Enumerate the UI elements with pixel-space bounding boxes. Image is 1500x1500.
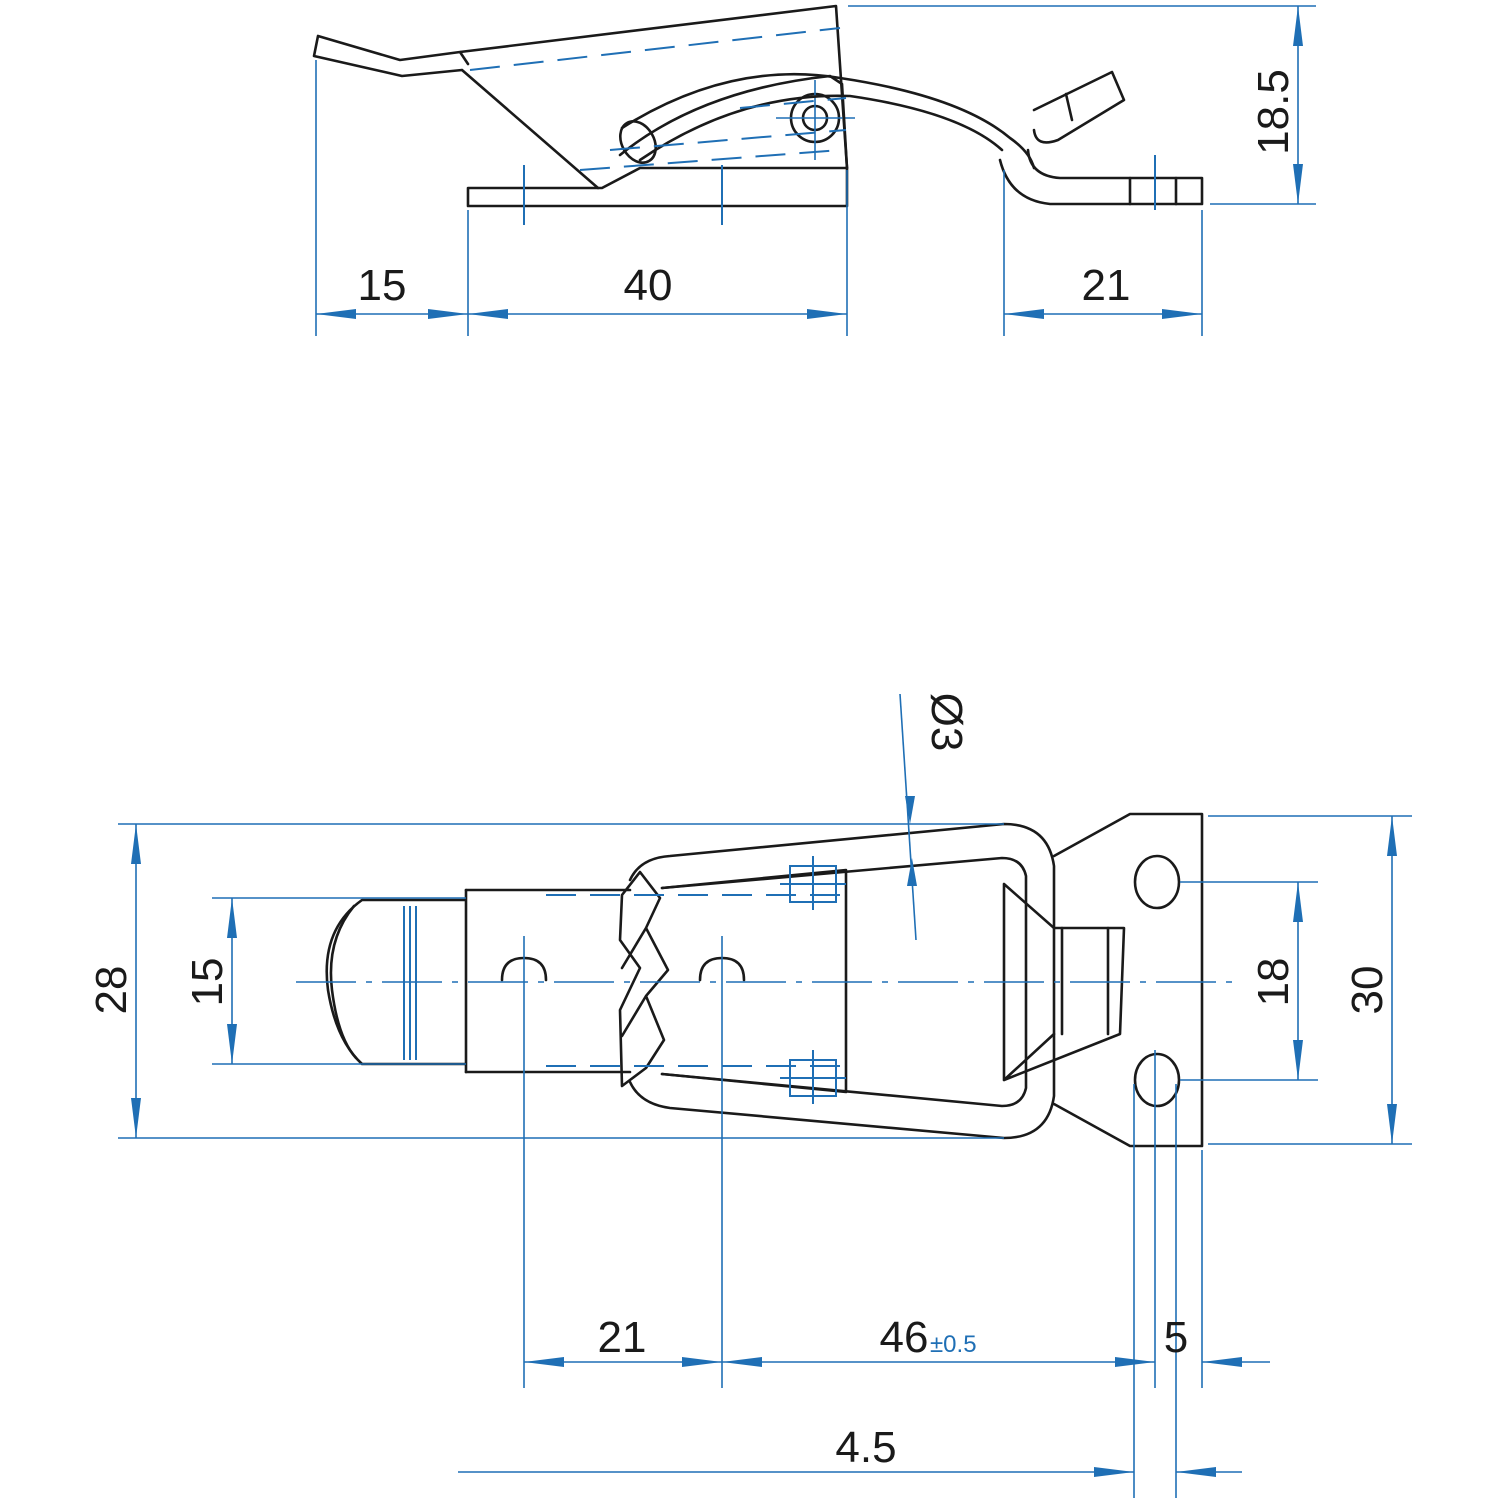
top-keeper-tongue (1060, 926, 1110, 1036)
dim-top-21: 21 (598, 1313, 647, 1362)
dim-side-40: 40 (624, 261, 673, 310)
side-hook (998, 70, 1204, 206)
top-handle-tip-inner (329, 904, 358, 1060)
side-wire-bow (620, 72, 1036, 170)
dim-side-18-5: 18.5 (1249, 69, 1298, 155)
side-lever (312, 4, 849, 190)
dim-top-5: 5 (1164, 1313, 1188, 1362)
top-clip (618, 870, 670, 1088)
dim-top-4-5: 4.5 (835, 1423, 896, 1472)
dim-top-15: 15 (183, 958, 232, 1007)
side-view (312, 4, 1204, 225)
top-keeper-hole-1 (1133, 854, 1181, 910)
dim-side-21: 21 (1082, 261, 1131, 310)
dim-top-30: 30 (1343, 966, 1392, 1015)
top-hidden-lines (546, 894, 846, 1067)
top-wire-loop-outer (628, 822, 1056, 1140)
top-lever-body (464, 888, 632, 1074)
top-keeper-plate (1052, 812, 1204, 1148)
top-view (296, 812, 1232, 1148)
top-view-dimensions: 28 15 18 30 Ø3 (87, 693, 1412, 1498)
side-wire-end-left (619, 120, 657, 164)
side-view-dimensions: 15 40 21 18.5 (315, 5, 1316, 336)
top-keeper-hook (1002, 882, 1126, 1082)
top-lever-arm (660, 868, 848, 1094)
dim-top-46: 46 (880, 1313, 929, 1362)
dim-top-dia3: Ø3 (922, 693, 971, 752)
side-hidden-lines (469, 27, 847, 171)
dim-top-46-tolerance: ±0.5 (930, 1331, 977, 1358)
dim-top-18: 18 (1249, 958, 1298, 1007)
dim-top-28: 28 (87, 966, 136, 1015)
dim-side-15: 15 (358, 261, 407, 310)
top-keeper-hole-2 (1133, 1052, 1181, 1108)
